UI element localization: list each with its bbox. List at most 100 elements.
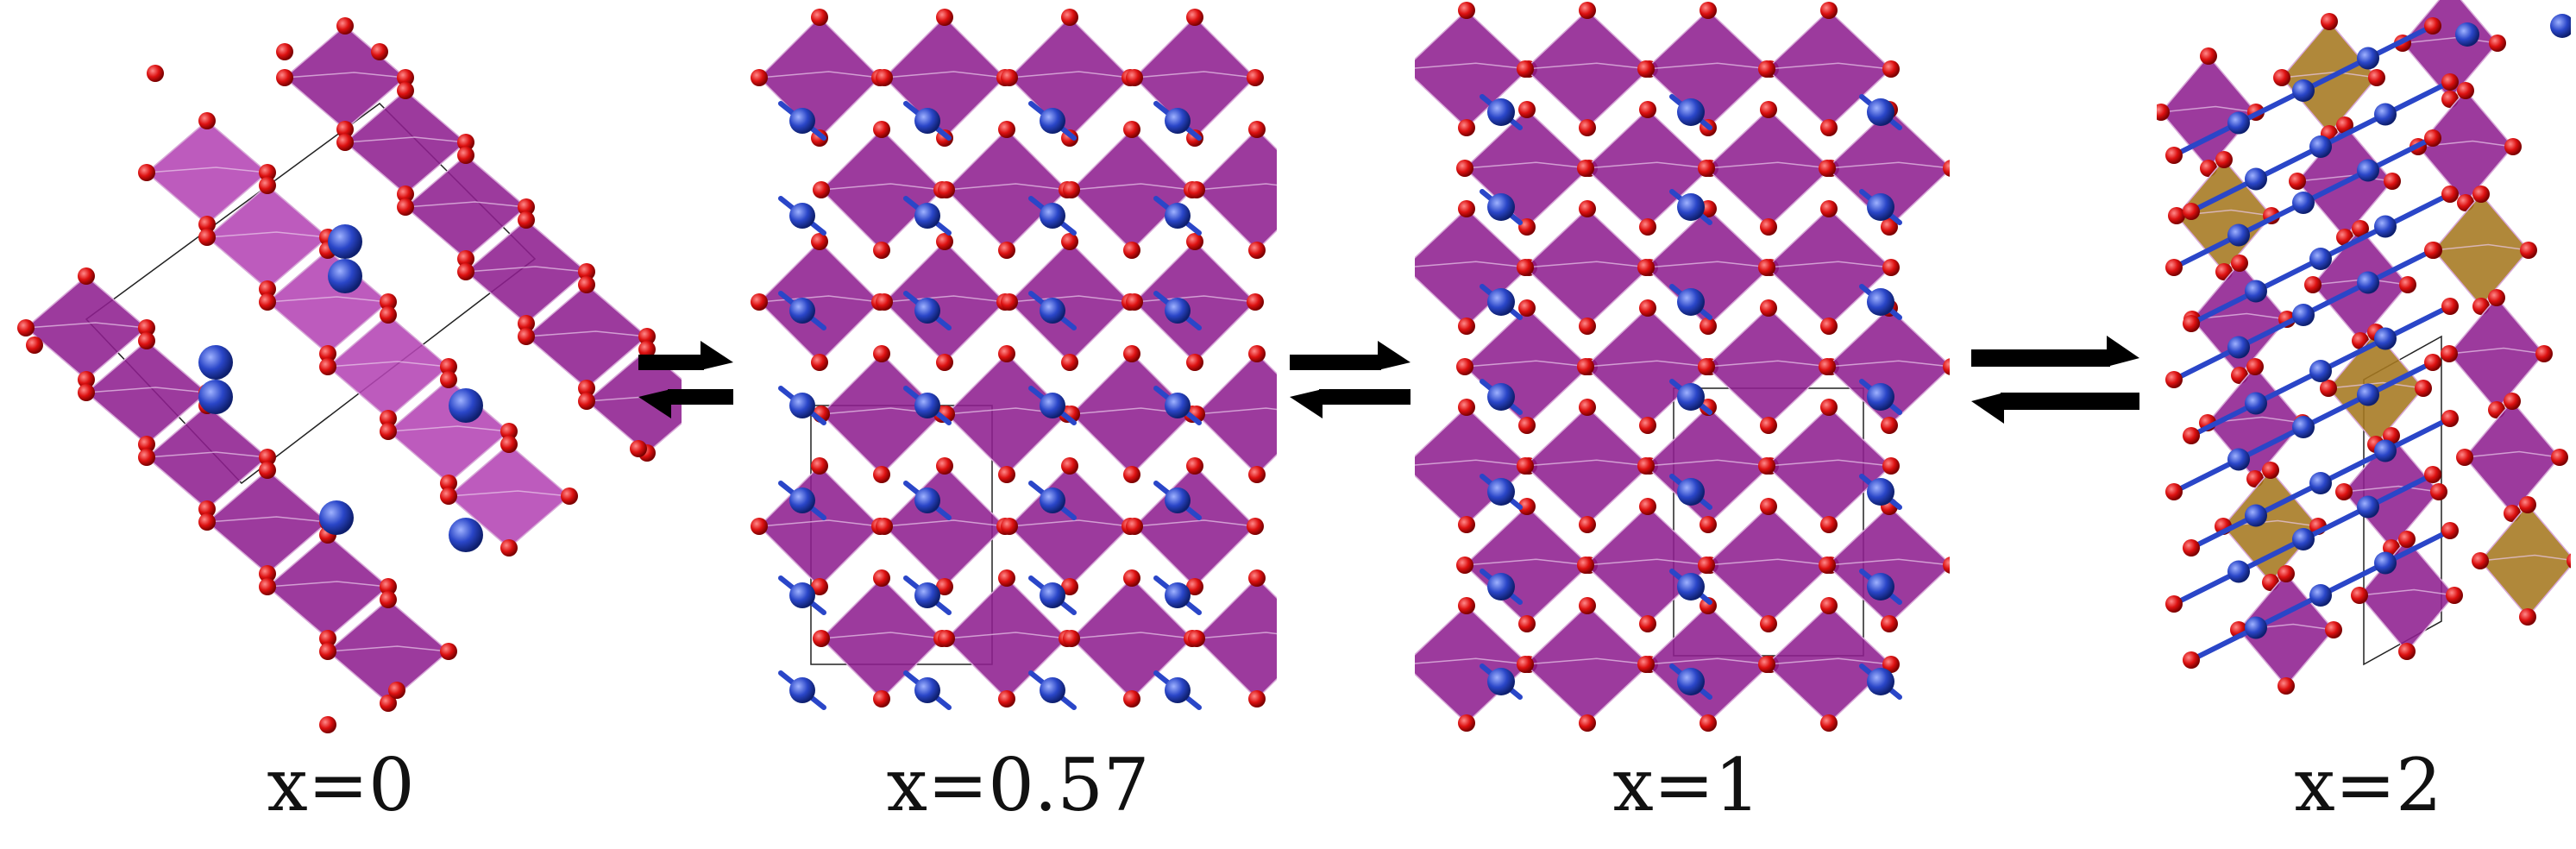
octahedron-edge xyxy=(2191,312,2288,320)
octahedron xyxy=(2448,296,2545,412)
reverse-arrow-head xyxy=(1290,389,1323,418)
oxygen-atom xyxy=(397,198,414,216)
octahedron-edge xyxy=(1196,407,1277,415)
octahedron xyxy=(2464,399,2560,515)
panel-x2 xyxy=(2157,0,2571,742)
cation-atom xyxy=(1040,298,1065,324)
cation-atom xyxy=(1165,393,1191,418)
oxygen-atom xyxy=(2504,393,2521,410)
oxygen-atom xyxy=(198,216,216,233)
cation-atom xyxy=(2292,304,2315,326)
oxygen-atom xyxy=(873,690,890,708)
oxygen-atom xyxy=(138,164,155,181)
oxygen-atom xyxy=(2278,565,2295,582)
oxygen-atom xyxy=(1061,354,1078,371)
oxygen-atom xyxy=(1063,630,1080,647)
cation-atom xyxy=(1867,98,1894,126)
cation-atom xyxy=(2227,448,2250,471)
oxygen-atom xyxy=(1760,498,1777,515)
oxygen-atom xyxy=(2520,242,2537,259)
oxygen-atom xyxy=(397,186,414,203)
octahedron xyxy=(1644,9,1772,129)
octahedron-edge xyxy=(820,183,943,191)
cation-atom xyxy=(789,582,815,608)
forward-arrow-head xyxy=(2107,336,2139,367)
oxygen-atom xyxy=(1458,119,1475,136)
oxygen-atom xyxy=(1579,200,1596,217)
octahedron-edge xyxy=(1196,183,1277,191)
oxygen-atom xyxy=(1247,69,1264,86)
octahedron-edge xyxy=(448,490,570,497)
oxygen-atom xyxy=(2535,345,2553,362)
octahedron-edge xyxy=(1415,459,1530,467)
oxygen-atom xyxy=(319,358,336,375)
cation-atom xyxy=(914,677,940,703)
octahedron-edge xyxy=(1464,161,1590,169)
cation-atom xyxy=(789,677,815,703)
oxygen-atom xyxy=(1579,714,1596,732)
octahedron-edge xyxy=(2343,485,2440,493)
panel-label-x2: x=2 xyxy=(2294,743,2442,827)
octahedron xyxy=(1524,9,1651,129)
oxygen-atom xyxy=(380,293,397,311)
oxygen-atom xyxy=(1188,630,1205,647)
octahedron-edge xyxy=(1766,657,1892,665)
oxygen-atom xyxy=(2519,496,2536,513)
cation-atom xyxy=(328,259,362,293)
octahedron-edge xyxy=(25,322,148,329)
oxygen-atom xyxy=(1639,101,1656,118)
cation-atom xyxy=(2227,336,2250,359)
oxygen-atom xyxy=(1248,121,1266,138)
cation-atom xyxy=(1677,98,1705,126)
oxygen-atom xyxy=(2183,315,2200,332)
octahedron xyxy=(1765,604,1893,725)
oxygen-atom xyxy=(138,449,155,466)
oxygen-atom xyxy=(1819,358,1836,375)
cation-atom xyxy=(1677,383,1705,411)
oxygen-atom xyxy=(457,147,474,164)
cation-atom xyxy=(1867,288,1894,316)
octahedron xyxy=(1008,240,1132,364)
oxygen-atom xyxy=(751,518,768,535)
oxygen-atom xyxy=(2441,73,2459,91)
oxygen-atom xyxy=(1061,578,1078,595)
oxygen-atom xyxy=(2168,207,2185,224)
oxygen-atom xyxy=(1820,516,1838,533)
oxygen-atom xyxy=(1458,399,1475,416)
oxygen-atom xyxy=(1248,690,1266,708)
oxygen-atom xyxy=(259,164,276,181)
cation-atom xyxy=(2357,383,2379,406)
oxygen-atom xyxy=(1639,417,1656,434)
oxygen-atom xyxy=(147,65,164,82)
cation-atom xyxy=(2374,439,2397,462)
oxygen-atom xyxy=(1882,60,1900,78)
cation-atom xyxy=(1040,487,1065,513)
oxygen-atom xyxy=(2399,276,2416,293)
cation-atom xyxy=(319,500,354,535)
oxygen-atom xyxy=(2273,69,2290,86)
oxygen-atom xyxy=(578,380,595,397)
oxygen-atom xyxy=(1248,569,1266,587)
octahedron xyxy=(1133,16,1257,140)
oxygen-atom xyxy=(1819,160,1836,177)
octahedron-edge xyxy=(1134,295,1256,303)
oxygen-atom xyxy=(813,181,830,198)
cation-atom xyxy=(1040,203,1065,229)
cation-atom xyxy=(789,203,815,229)
oxygen-atom xyxy=(1639,218,1656,236)
octahedron-edge xyxy=(2328,381,2424,389)
octahedron xyxy=(1584,505,1712,626)
oxygen-atom xyxy=(1698,557,1715,574)
oxygen-atom xyxy=(380,578,397,595)
oxygen-atom xyxy=(1001,293,1018,311)
oxygen-atom xyxy=(1186,354,1203,371)
oxygen-atom xyxy=(936,233,953,250)
octahedron-edge xyxy=(883,519,1006,527)
cation-atom xyxy=(1867,383,1894,411)
reverse-arrow-head xyxy=(1971,393,2004,424)
oxygen-atom xyxy=(388,682,405,699)
octahedron xyxy=(1705,505,1832,626)
octahedron xyxy=(1524,406,1651,526)
oxygen-atom xyxy=(2368,69,2385,86)
oxygen-atom xyxy=(1579,2,1596,19)
